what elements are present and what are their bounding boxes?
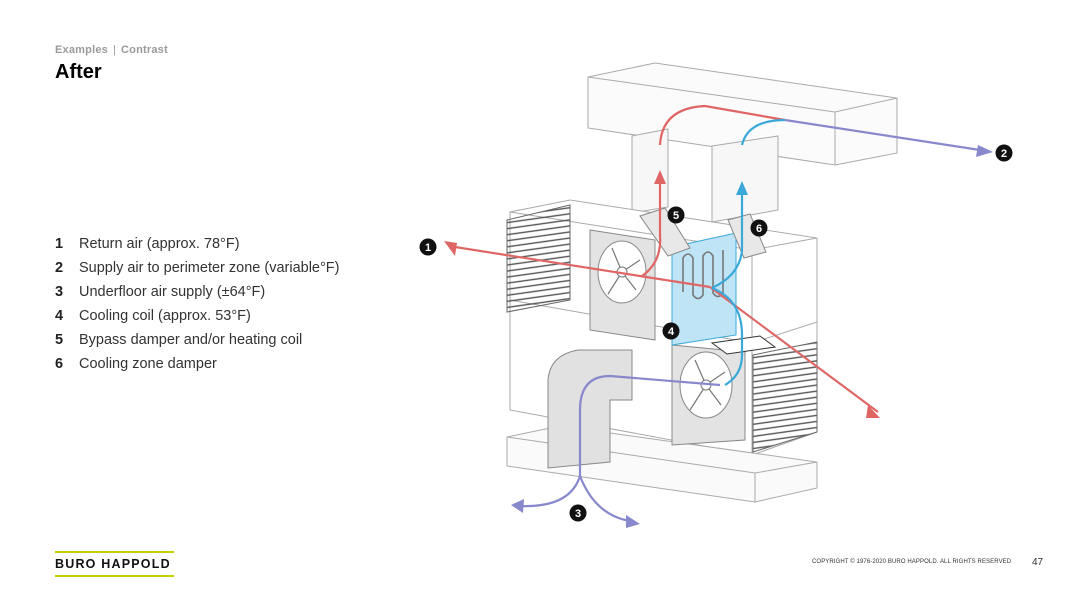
supply-air-arrow-right [626, 515, 640, 528]
legend-item: 3 Underfloor air supply (±64°F) [55, 280, 339, 304]
diagram-marker-1: 1 [419, 238, 437, 256]
diagram-marker-5: 5 [667, 206, 685, 224]
legend-label: Supply air to perimeter zone (variable°F… [79, 260, 340, 276]
svg-text:6: 6 [756, 223, 762, 235]
diagram-marker-2: 2 [995, 144, 1013, 162]
underfloor-duct [547, 349, 633, 469]
supply-air-arrow-perimeter [976, 145, 993, 157]
breadcrumb: Examples | Contrast [55, 44, 168, 56]
lower-fan [671, 344, 746, 446]
cooling-air-arrow-up [736, 181, 748, 195]
legend-label: Cooling zone damper [79, 356, 217, 372]
breadcrumb-section: Examples [55, 44, 108, 56]
cooling-air-path [711, 118, 786, 386]
legend-label: Cooling coil (approx. 53°F) [79, 308, 251, 324]
hvac-airflow-diagram: 1 2 3 4 5 6 [419, 62, 1013, 528]
svg-text:3: 3 [575, 508, 581, 520]
supply-grille [752, 341, 818, 453]
legend-list: 1 Return air (approx. 78°F) 2 Supply air t… [55, 232, 339, 376]
return-air-arrow-in [444, 241, 457, 256]
copyright-notice: COPYRIGHT © 1976-2020 BURO HAPPOLD. ALL … [812, 559, 1012, 565]
legend-number: 2 [55, 260, 64, 276]
legend-label: Underfloor air supply (±64°F) [79, 284, 266, 300]
legend-number: 6 [55, 356, 64, 372]
diagram-marker-3: 3 [569, 504, 587, 522]
legend-number: 4 [55, 308, 64, 324]
legend-number: 1 [55, 236, 64, 252]
diagram-marker-4: 4 [662, 322, 680, 340]
return-grille [506, 204, 571, 313]
svg-text:5: 5 [673, 210, 679, 222]
svg-text:1: 1 [425, 242, 431, 254]
floor-opening [710, 335, 777, 355]
svg-text:2: 2 [1001, 148, 1007, 160]
legend-label: Bypass damper and/or heating coil [79, 332, 303, 348]
return-air-arrow-out [866, 405, 880, 418]
breadcrumb-separator: | [112, 44, 117, 56]
diagram-marker-6: 6 [750, 219, 768, 237]
bypass-arrow-up [654, 170, 666, 184]
page-title: After [55, 61, 102, 83]
legend-label: Return air (approx. 78°F) [79, 236, 240, 252]
supply-duct [587, 62, 898, 223]
logo-rule-top [55, 551, 174, 553]
page-number: 47 [1032, 557, 1044, 568]
legend-number: 5 [55, 332, 64, 348]
logo-rule-bottom [55, 575, 174, 577]
logo-text: BURO HAPPOLD [55, 557, 171, 571]
upper-fan [589, 229, 656, 341]
legend-number: 3 [55, 284, 64, 300]
cooling-coil [671, 232, 737, 346]
legend-item: 4 Cooling coil (approx. 53°F) [55, 304, 339, 328]
legend-item: 5 Bypass damper and/or heating coil [55, 328, 339, 352]
supply-air-arrow-left [511, 499, 524, 513]
buro-happold-logo: BURO HAPPOLD [55, 551, 174, 577]
bypass-damper [639, 207, 691, 257]
legend-item: 6 Cooling zone damper [55, 352, 339, 376]
supply-air-path [519, 118, 981, 523]
legend-item: 1 Return air (approx. 78°F) [55, 232, 339, 256]
legend-item: 2 Supply air to perimeter zone (variable°… [55, 256, 339, 280]
breadcrumb-subsection: Contrast [121, 44, 168, 56]
svg-text:4: 4 [668, 326, 675, 338]
return-air-path [454, 104, 879, 413]
